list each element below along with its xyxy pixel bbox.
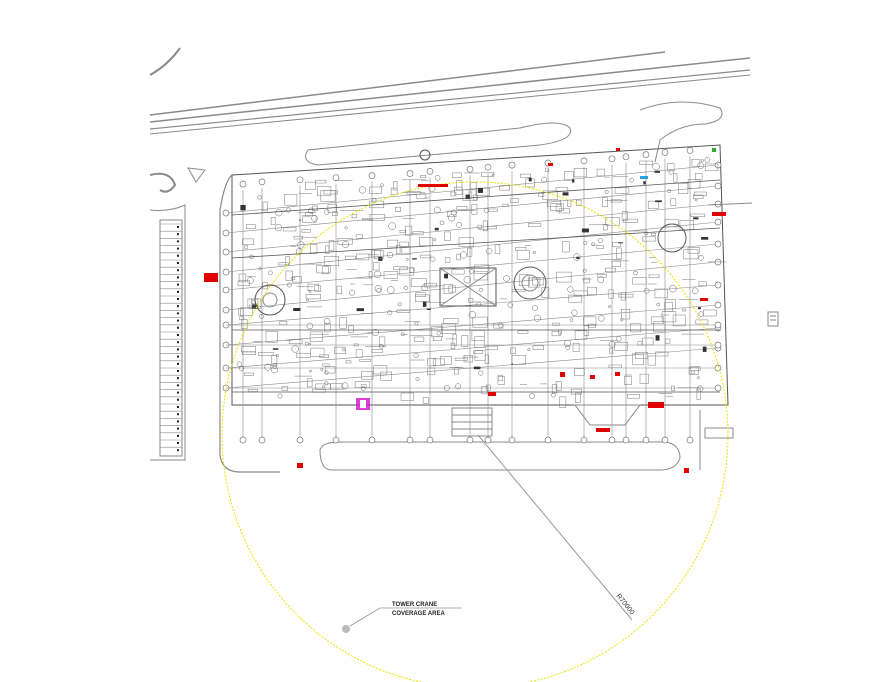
central-atrium (254, 223, 687, 437)
annotation-line-2: COVERAGE AREA (392, 611, 445, 617)
drop-off-loops (305, 101, 723, 166)
detached-detail (707, 202, 779, 327)
annotation-line-1: TOWER CRANE (392, 602, 437, 608)
access-road (149, 47, 751, 135)
crane-position-marker (342, 625, 350, 633)
building-outline (219, 144, 734, 473)
red-markers (204, 148, 726, 473)
structural-grid (222, 147, 722, 444)
tower-crane-coverage (221, 181, 729, 682)
colored-markers (356, 148, 716, 410)
entrance-ramps (149, 167, 206, 461)
radius-label: R70000 (614, 593, 635, 617)
parking-strip (159, 219, 183, 457)
radius-line (477, 434, 633, 621)
interior-layout (231, 157, 726, 408)
